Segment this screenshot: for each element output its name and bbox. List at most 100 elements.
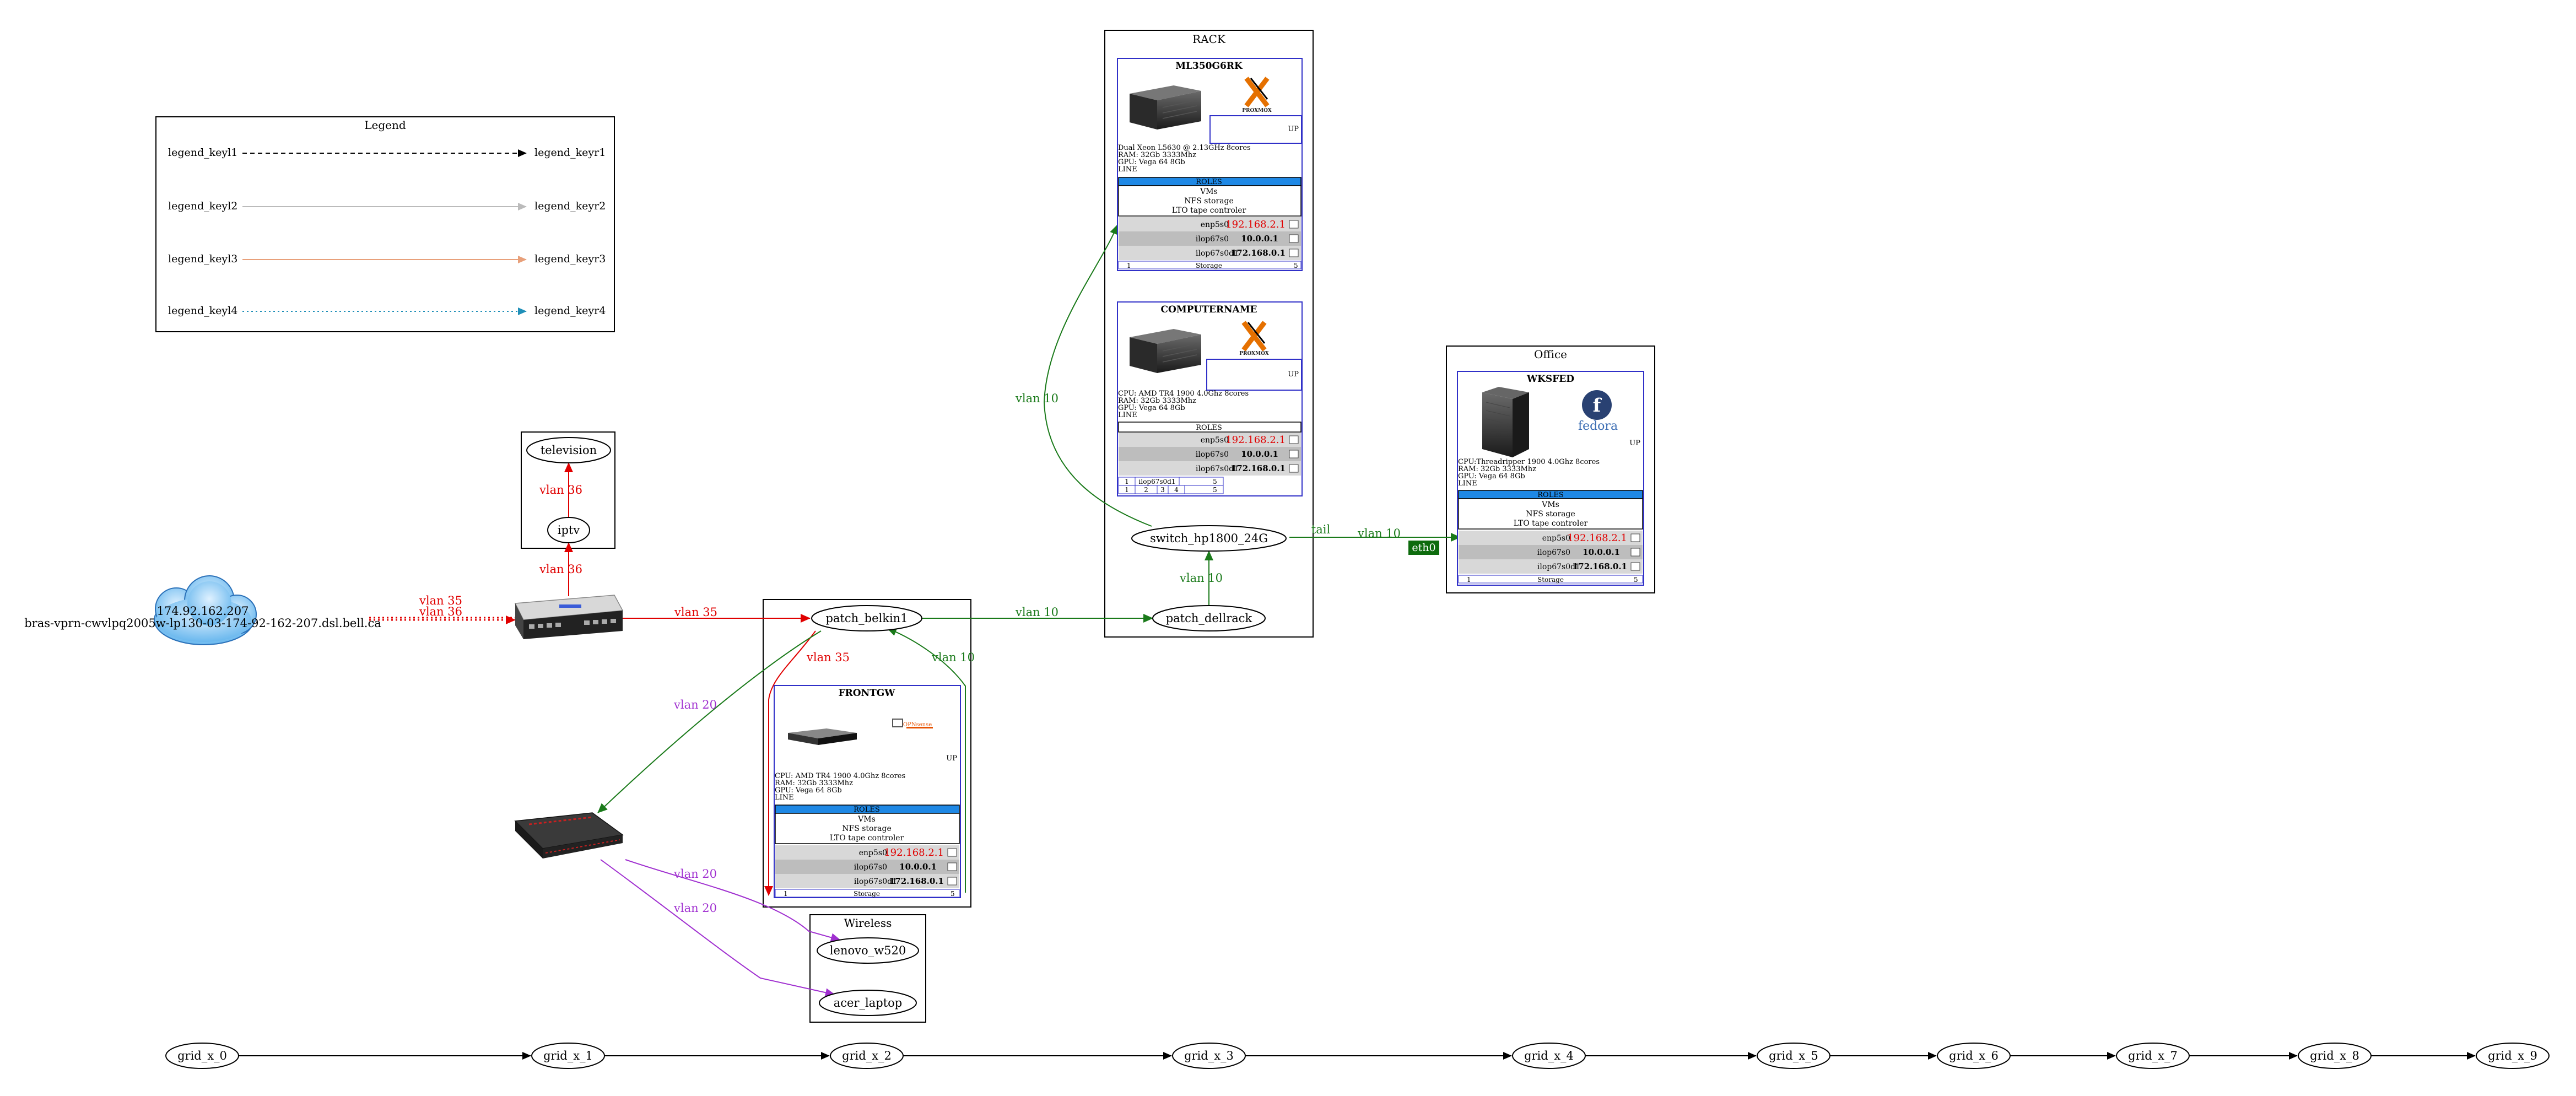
grid-node-label: grid_x_1 bbox=[543, 1049, 593, 1062]
ml350-storage-left: 1 bbox=[1127, 262, 1131, 269]
grid-node-label: grid_x_4 bbox=[1524, 1049, 1574, 1062]
edge-router-iptv[interactable]: vlan 36 bbox=[539, 542, 582, 596]
edge-label-vlan35-frontgw: vlan 35 bbox=[806, 651, 850, 664]
ml350-status: UP bbox=[1288, 125, 1299, 133]
server-computername[interactable]: COMPUTERNAME PROXMOX UP CPU: AMD TR4 190… bbox=[1117, 301, 1303, 496]
grid-node-label: grid_x_3 bbox=[1184, 1049, 1234, 1062]
eth0-label: eth0 bbox=[1412, 542, 1435, 554]
legend-key-left-2: legend_keyl2 bbox=[168, 200, 237, 212]
edge-cloud-router[interactable]: vlan 35 vlan 36 bbox=[369, 594, 516, 624]
cluster-wireless: Wireless bbox=[809, 914, 926, 1023]
edge-dellrack-switch[interactable]: vlan 10 bbox=[1179, 550, 1223, 605]
port-icon bbox=[947, 862, 957, 871]
ml350-iface-1-ip: 192.168.2.1 bbox=[1225, 219, 1286, 230]
server-frontgw[interactable]: FRONTGW OPNsense UP CPU: AMD TR4 1900 4.… bbox=[774, 685, 961, 898]
grid-node-9[interactable]: grid_x_9 bbox=[2476, 1043, 2550, 1069]
cluster-rack: RACK bbox=[1104, 30, 1314, 638]
patch-belkin1-node[interactable]: patch_belkin1 bbox=[811, 605, 922, 631]
server-ml350[interactable]: ML350G6RK PROXMOX UP Dual Xeon L5630 @ 2… bbox=[1117, 58, 1303, 271]
frontgw-storage-label: Storage bbox=[854, 890, 880, 898]
port-icon bbox=[1289, 249, 1299, 257]
legend-key-left-1: legend_keyl1 bbox=[168, 147, 237, 159]
switch-label: switch_hp1800_24G bbox=[1150, 532, 1268, 545]
edge-belkin-frontgw[interactable]: vlan 35 bbox=[764, 630, 850, 896]
computername-title: COMPUTERNAME bbox=[1160, 304, 1257, 315]
grid-node-1[interactable]: grid_x_1 bbox=[531, 1043, 605, 1069]
edge-belkin-wifirouter[interactable]: vlan 20 bbox=[597, 630, 822, 813]
wksfed-storage-left: 1 bbox=[1467, 576, 1471, 584]
edge-label-vlan10-dellrack: vlan 10 bbox=[1179, 571, 1223, 585]
grid-node-6[interactable]: grid_x_6 bbox=[1937, 1043, 2011, 1069]
edge-frontgw-belkin[interactable]: vlan 10 bbox=[887, 627, 975, 893]
lenovo-node[interactable]: lenovo_w520 bbox=[817, 937, 919, 964]
legend-key-right-3: legend_keyr3 bbox=[534, 253, 606, 265]
frontgw-spec-3: GPU: Vega 64 8Gb bbox=[775, 786, 842, 795]
wksfed-iface-3-name: ilop67s0d1 bbox=[1537, 563, 1580, 571]
iptv-label: iptv bbox=[558, 523, 580, 537]
wksfed-role-1: VMs bbox=[1541, 500, 1559, 509]
ml350-roles-header: ROLES bbox=[1196, 178, 1222, 186]
edge-wifi-acer[interactable]: vlan 20 bbox=[600, 859, 835, 997]
grid-node-8[interactable]: grid_x_8 bbox=[2298, 1043, 2372, 1069]
edge-iptv-television[interactable]: vlan 36 bbox=[539, 462, 582, 518]
port-icon bbox=[947, 848, 957, 857]
wksfed-storage-label: Storage bbox=[1537, 576, 1564, 584]
grid-node-4[interactable]: grid_x_4 bbox=[1512, 1043, 1586, 1069]
frontgw-role-1: VMs bbox=[857, 815, 876, 824]
grid-node-7[interactable]: grid_x_7 bbox=[2116, 1043, 2190, 1069]
legend: Legend legend_keyl1 legend_keyr1 legend_… bbox=[155, 116, 615, 332]
iptv-node[interactable]: iptv bbox=[547, 517, 590, 543]
edge-label-vlan10-ml350: vlan 10 bbox=[1015, 392, 1059, 405]
eth0-port[interactable]: eth0 bbox=[1408, 541, 1439, 555]
grid-node-label: grid_x_5 bbox=[1769, 1049, 1818, 1062]
computername-grid-2-5: 5 bbox=[1213, 486, 1217, 494]
edge-label-vlan10-belkin: vlan 10 bbox=[1015, 606, 1059, 619]
ml350-iface-2-ip: 10.0.0.1 bbox=[1241, 234, 1278, 244]
acer-label: acer_laptop bbox=[834, 996, 902, 1009]
edge-wifi-lenovo[interactable]: vlan 20 bbox=[625, 859, 841, 942]
frontgw-spec-1: CPU: AMD TR4 1900 4.0Ghz 8cores bbox=[775, 772, 905, 780]
grid-row: grid_x_0 grid_x_1 grid_x_2 grid_x_3 grid_x_4… bbox=[165, 1043, 2550, 1069]
edge-label-vlan35-cloud: vlan 35 bbox=[419, 594, 462, 607]
router[interactable] bbox=[514, 595, 624, 639]
wksfed-iface-1-name: enp5s0 bbox=[1542, 534, 1570, 543]
frontgw-iface-1-ip: 192.168.2.1 bbox=[884, 847, 944, 859]
wksfed-iface-1-ip: 192.168.2.1 bbox=[1567, 532, 1627, 544]
switch-node[interactable]: switch_hp1800_24G bbox=[1131, 525, 1287, 552]
computername-iface-3-ip: 172.168.0.1 bbox=[1231, 463, 1286, 473]
cloud-host-label: bras-vprn-cwvlpq2005w-lp130-03-174-92-16… bbox=[24, 617, 381, 630]
television-node[interactable]: television bbox=[526, 437, 611, 463]
edge-label-vlan35-router: vlan 35 bbox=[674, 606, 717, 619]
server-wksfed[interactable]: WKSFED f fedora UP CPU:Threadripper 1900… bbox=[1457, 371, 1644, 586]
port-icon bbox=[1289, 220, 1299, 229]
computername-iface-2-name: ilop67s0 bbox=[1196, 450, 1229, 459]
ml350-role-2: NFS storage bbox=[1184, 197, 1234, 206]
ml350-iface-1-name: enp5s0 bbox=[1201, 220, 1229, 229]
wksfed-iface-2-ip: 10.0.0.1 bbox=[1583, 547, 1620, 557]
svg-text:PROXMOX: PROXMOX bbox=[1239, 351, 1269, 357]
internet-cloud[interactable]: 174.92.162.207 bras-vprn-cwvlpq2005w-lp1… bbox=[24, 575, 381, 645]
edge-switch-ml350[interactable]: vlan 10 bbox=[1015, 224, 1152, 527]
frontgw-storage-left: 1 bbox=[784, 890, 788, 898]
patch-dellrack-node[interactable]: patch_dellrack bbox=[1152, 605, 1266, 631]
port-icon bbox=[1630, 533, 1640, 542]
grid-node-5[interactable]: grid_x_5 bbox=[1757, 1043, 1830, 1069]
grid-node-3[interactable]: grid_x_3 bbox=[1172, 1043, 1246, 1069]
ml350-role-1: VMs bbox=[1200, 187, 1218, 196]
acer-node[interactable]: acer_laptop bbox=[819, 990, 917, 1016]
edge-switch-wksfed[interactable]: tail vlan 10 bbox=[1289, 523, 1461, 542]
computername-roles-header: ROLES bbox=[1196, 424, 1222, 432]
edge-label-vlan36-router: vlan 36 bbox=[539, 563, 582, 576]
svg-text:PROXMOX: PROXMOX bbox=[1242, 108, 1272, 114]
grid-node-2[interactable]: grid_x_2 bbox=[830, 1043, 904, 1069]
edge-router-belkin[interactable]: vlan 35 bbox=[623, 606, 811, 623]
patch-dellrack-label: patch_dellrack bbox=[1166, 612, 1252, 625]
edge-belkin-dellrack[interactable]: vlan 10 bbox=[877, 606, 1153, 623]
port-icon bbox=[1630, 548, 1640, 557]
grid-node-0[interactable]: grid_x_0 bbox=[165, 1043, 239, 1069]
wifi-router[interactable] bbox=[514, 812, 624, 859]
port-icon bbox=[1289, 234, 1299, 243]
ml350-iface-3-name: ilop67s0d1 bbox=[1196, 249, 1239, 258]
frontgw-iface-3-name: ilop67s0d1 bbox=[854, 877, 897, 886]
frontgw-roles-header: ROLES bbox=[854, 806, 879, 814]
